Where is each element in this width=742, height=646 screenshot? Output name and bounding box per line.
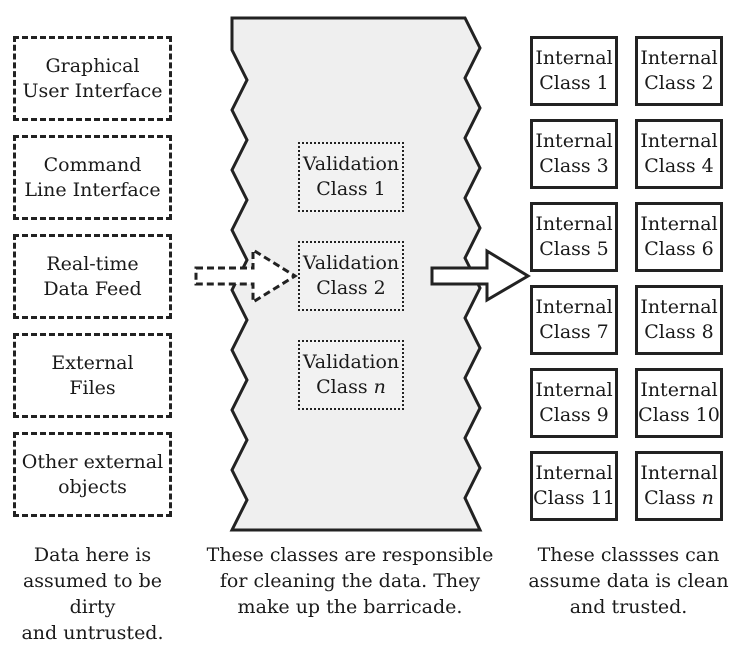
internal-label-line2: Class n	[644, 487, 714, 509]
source-label-line1: Command	[43, 153, 142, 176]
validation-class-n: Validation Class n	[298, 340, 404, 410]
caption-right-line2: assume data is clean	[528, 570, 729, 592]
internal-label-line1: Internal	[640, 296, 718, 318]
internal-label-line2: Class 10	[638, 404, 720, 426]
internal-label-line2: Class 7	[539, 321, 609, 343]
source-label-line2: Files	[69, 376, 116, 399]
internal-label-line1: Internal	[535, 462, 613, 484]
internal-label-line1: Internal	[640, 47, 718, 69]
caption-left-line3: and untrusted.	[21, 622, 164, 644]
caption-middle: These classes are responsible for cleani…	[205, 542, 495, 620]
internal-label-line1: Internal	[535, 296, 613, 318]
internal-label-line1: Internal	[640, 462, 718, 484]
internal-label-line2: Class 4	[644, 155, 714, 177]
internal-label-line2: Class 1	[539, 72, 609, 94]
internal-label-line1: Internal	[640, 130, 718, 152]
validation-class-2: Validation Class 2	[298, 241, 404, 311]
source-command-line: Command Line Interface	[13, 135, 172, 220]
caption-middle-line2: for cleaning the data. They	[219, 570, 481, 592]
validation-label-line1: Validation	[302, 351, 400, 373]
clean-data-arrow	[430, 248, 531, 303]
internal-label-line1: Internal	[640, 213, 718, 235]
internal-label-line2: Class 5	[539, 238, 609, 260]
source-label-line2: User Interface	[22, 79, 163, 102]
source-gui: Graphical User Interface	[13, 36, 172, 121]
source-label-line1: Real-time	[46, 252, 139, 275]
caption-left-line1: Data here is	[33, 544, 152, 566]
validation-label-line1: Validation	[302, 153, 400, 175]
validation-label-line2: Class n	[316, 376, 386, 398]
source-label-line2: Data Feed	[43, 277, 142, 300]
source-other-objects: Other external objects	[13, 432, 172, 517]
internal-label-line1: Internal	[535, 47, 613, 69]
internal-label-line1: Internal	[640, 379, 718, 401]
validation-label-line1: Validation	[302, 252, 400, 274]
internal-label-line2: Class 9	[539, 404, 609, 426]
internal-label-line2: Class 2	[644, 72, 714, 94]
internal-label-line1: Internal	[535, 213, 613, 235]
caption-left-line2: assumed to be dirty	[22, 570, 163, 618]
source-label-line2: Line Interface	[24, 178, 161, 201]
source-label-line1: Graphical	[45, 54, 140, 77]
source-data-feed: Real-time Data Feed	[13, 234, 172, 319]
validation-label-line2: Class 2	[316, 277, 386, 299]
source-label-line1: Other external	[21, 450, 164, 473]
caption-right: These classses can assume data is clean …	[515, 542, 742, 620]
dirty-data-arrow	[194, 247, 298, 305]
internal-label-line1: Internal	[535, 379, 613, 401]
internal-label-line2: Class 8	[644, 321, 714, 343]
caption-right-line3: and trusted.	[569, 596, 688, 618]
source-label-line2: objects	[58, 475, 127, 498]
source-label-line1: External	[51, 351, 134, 374]
internal-label-line2: Class 3	[539, 155, 609, 177]
internal-label-line1: Internal	[535, 130, 613, 152]
validation-class-1: Validation Class 1	[298, 142, 404, 212]
internal-label-line2: Class 11	[533, 487, 615, 509]
source-external-files: External Files	[13, 333, 172, 418]
caption-middle-line1: These classes are responsible	[206, 544, 494, 566]
caption-left: Data here is assumed to be dirty and unt…	[0, 542, 185, 646]
validation-label-line2: Class 1	[316, 178, 386, 200]
internal-label-line2: Class 6	[644, 238, 714, 260]
caption-right-line1: These classses can	[537, 544, 720, 566]
caption-middle-line3: make up the barricade.	[237, 596, 463, 618]
